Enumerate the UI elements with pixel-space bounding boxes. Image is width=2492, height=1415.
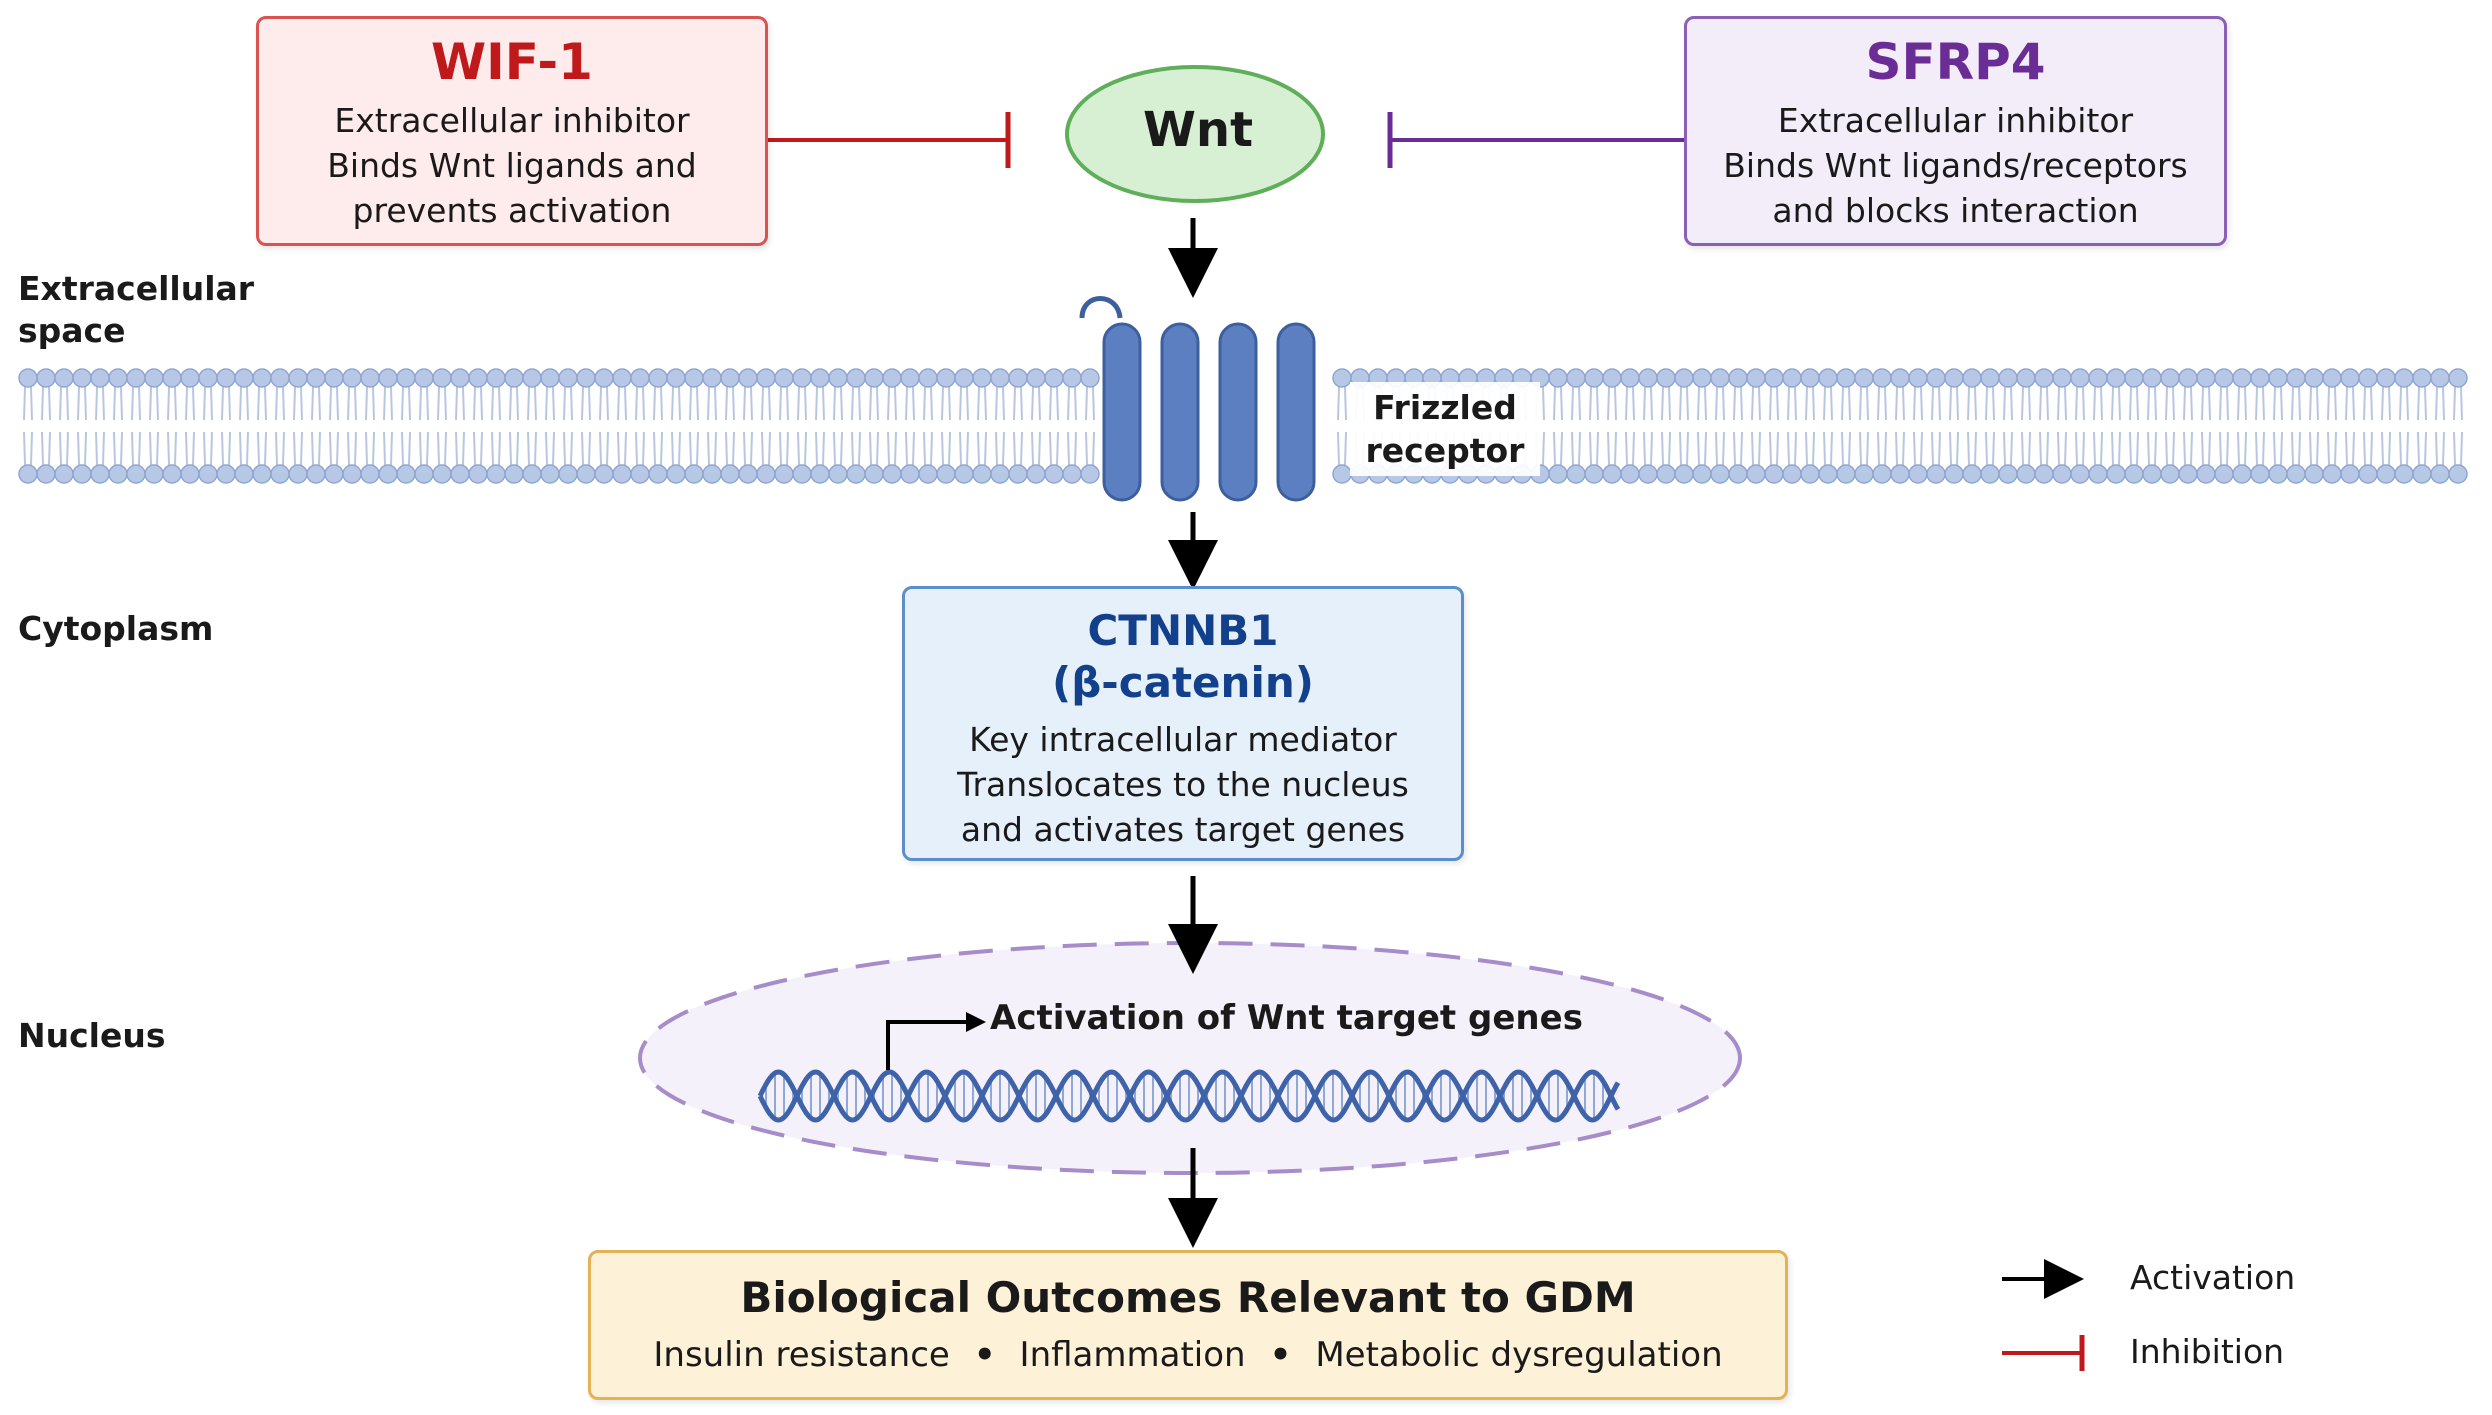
frizzled-label-line: receptor — [1365, 431, 1525, 470]
ctnnb1-title: CTNNB1 — [1087, 606, 1279, 655]
outcome-item: Insulin resistance — [653, 1335, 950, 1376]
region-label-line: Extracellular — [18, 269, 255, 308]
frizzled-label-line: Frizzled — [1373, 388, 1517, 427]
ctnnb1-line: Key intracellular mediator — [969, 720, 1397, 759]
cell-membrane — [18, 368, 2468, 484]
sfrp4-line: and blocks interaction — [1772, 191, 2139, 230]
outcomes-box: Biological Outcomes Relevant to GDM Insu… — [588, 1250, 1788, 1400]
wnt-ligand — [1065, 65, 1325, 203]
ctnnb1-line: and activates target genes — [960, 810, 1406, 849]
dna-helix — [757, 1069, 1621, 1123]
sfrp4-title: SFRP4 — [1865, 33, 2046, 91]
frizzled-receptor — [1079, 296, 1316, 502]
wif1-line: Extracellular inhibitor — [334, 101, 690, 140]
bullet-separator: • — [973, 1335, 996, 1376]
frizzled-receptor-label: Frizzled receptor — [1350, 382, 1540, 476]
wif1-box: WIF-1 Extracellular inhibitor Binds Wnt … — [256, 16, 768, 246]
gene-activation-label: Activation of Wnt target genes — [990, 998, 1583, 1038]
wnt-label: Wnt — [1142, 102, 1254, 158]
ctnnb1-box: CTNNB1 (β-catenin) Key intracellular med… — [902, 586, 1464, 861]
outcome-item: Inflammation — [1019, 1335, 1246, 1376]
ctnnb1-line: Translocates to the nucleus — [957, 765, 1409, 804]
region-label-extracellular: Extracellular space — [18, 268, 254, 352]
sfrp4-box: SFRP4 Extracellular inhibitor Binds Wnt … — [1684, 16, 2227, 246]
outcome-item: Metabolic dysregulation — [1315, 1335, 1723, 1376]
wif1-title: WIF-1 — [431, 33, 593, 91]
outcomes-title: Biological Outcomes Relevant to GDM — [740, 1273, 1636, 1322]
outcomes-list: Insulin resistance • Inflammation • Meta… — [591, 1335, 1785, 1375]
gene-activation-arrow — [886, 1020, 968, 1070]
wif1-line: Binds Wnt ligands and — [327, 146, 697, 185]
wif1-line: prevents activation — [352, 191, 672, 230]
ctnnb1-subtitle: (β-catenin) — [1052, 658, 1314, 707]
region-label-cytoplasm: Cytoplasm — [18, 609, 214, 648]
bullet-separator: • — [1269, 1335, 1292, 1376]
legend-activation-label: Activation — [2130, 1258, 2296, 1297]
nucleus-envelope — [638, 941, 1742, 1175]
sfrp4-line: Extracellular inhibitor — [1777, 101, 2134, 140]
legend-inhibition-label: Inhibition — [2130, 1332, 2285, 1371]
sfrp4-line: Binds Wnt ligands/receptors — [1723, 146, 2188, 185]
region-label-nucleus: Nucleus — [18, 1016, 166, 1055]
region-label-line: space — [18, 311, 126, 350]
